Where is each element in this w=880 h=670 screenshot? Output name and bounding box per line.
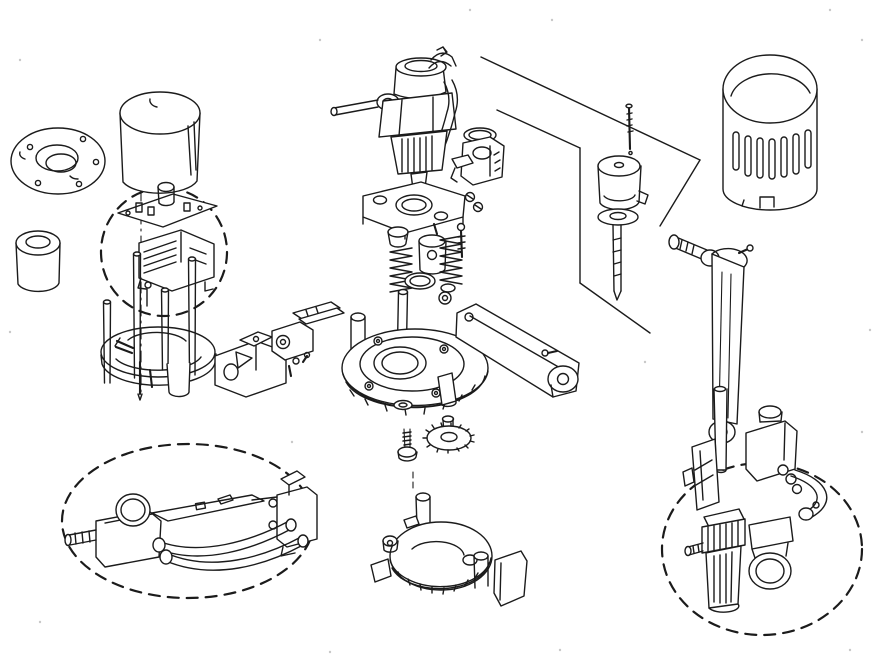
scan-noise [8,8,872,654]
motor-assembly-art [10,91,229,401]
cover-art [722,54,818,211]
valve-stack-art [362,181,466,305]
extra-equipment-boundary [660,461,864,637]
cylinder-26-art [597,103,649,301]
diagram-line-art [8,8,872,654]
base-plate-art [370,471,528,607]
standard-equipment-art [60,442,318,600]
lubricator-art [330,46,505,213]
extra-equipment-art [660,385,864,637]
bracket-solenoid-art [214,301,345,398]
detail-circle [99,186,229,318]
handle-art [668,234,754,444]
base-assembly-art [341,288,489,462]
drawbar-arm-art [455,303,580,398]
drawing-caption-cutoff [240,663,640,670]
reference-lines [480,56,701,334]
